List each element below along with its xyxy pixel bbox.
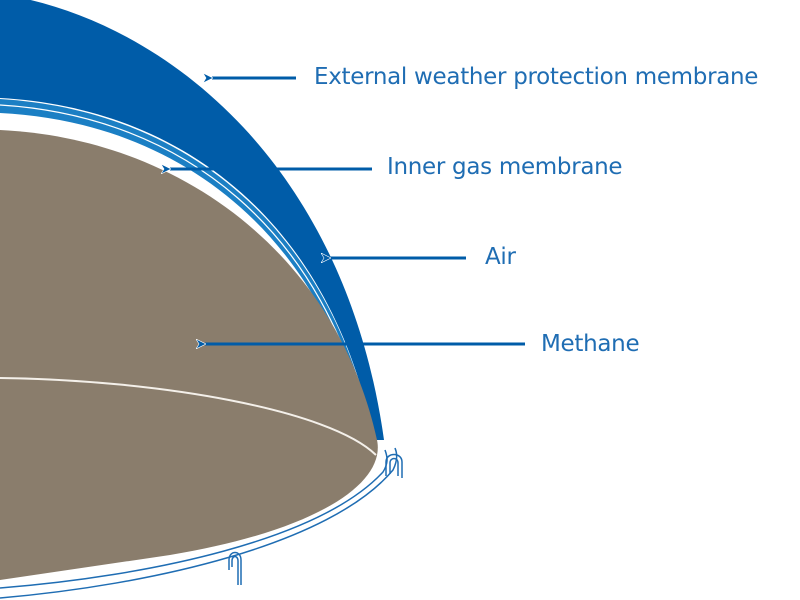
label-air: Air (485, 244, 516, 270)
label-external-membrane: External weather protection membrane (314, 64, 759, 90)
rim-inner (0, 449, 388, 589)
methane-base-line (0, 377, 377, 456)
rim-clamp-icon (385, 453, 403, 478)
label-inner-membrane: Inner gas membrane (387, 154, 623, 180)
rim-hook-icon (228, 551, 242, 585)
label-methane: Methane (541, 331, 640, 357)
inner-gas-membrane (0, 99, 374, 440)
methane-volume (0, 130, 378, 580)
external-membrane (0, 0, 384, 440)
